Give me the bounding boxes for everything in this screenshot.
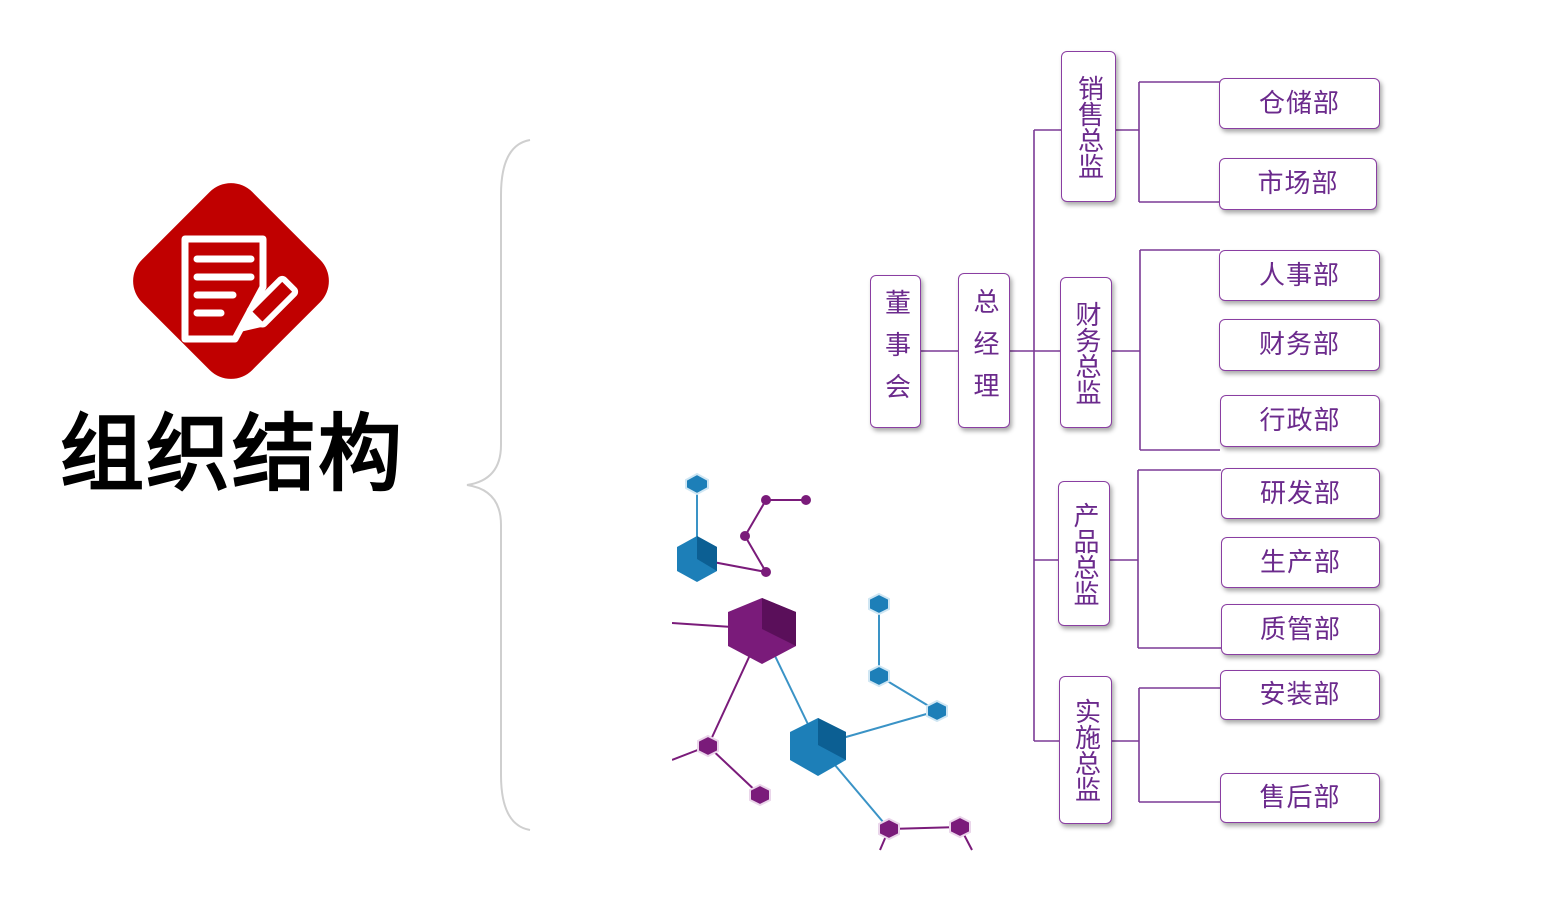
brace-divider [466, 139, 531, 831]
director-sales-box: 销售总监 [1061, 51, 1116, 202]
director-finance-box: 财务总监 [1060, 277, 1112, 428]
department-box: 财务部 [1219, 319, 1380, 371]
department-label: 仓储部 [1258, 88, 1340, 119]
department-label: 人事部 [1258, 260, 1340, 291]
department-label: 质管部 [1259, 614, 1341, 645]
director-label: 销售总监 [1073, 74, 1104, 179]
department-box: 质管部 [1221, 604, 1380, 655]
department-box: 仓储部 [1219, 78, 1380, 129]
department-label: 市场部 [1257, 169, 1339, 199]
department-box: 市场部 [1219, 158, 1377, 210]
department-label: 研发部 [1259, 478, 1341, 509]
department-box: 研发部 [1221, 468, 1380, 519]
board-label: 董事会 [880, 288, 911, 415]
department-label: 安装部 [1259, 680, 1341, 710]
director-product-box: 产品总监 [1058, 481, 1110, 626]
director-label: 财务总监 [1071, 300, 1101, 405]
molecule-decoration [672, 472, 973, 851]
department-box: 人事部 [1219, 250, 1380, 301]
general-manager-box: 总经理 [958, 273, 1010, 428]
department-box: 安装部 [1220, 670, 1380, 720]
section-title: 组织结构 [59, 405, 404, 503]
general-manager-label: 总经理 [969, 287, 999, 414]
department-label: 财务部 [1258, 330, 1340, 360]
department-label: 售后部 [1259, 783, 1341, 813]
edit-document-icon [133, 183, 329, 379]
director-label: 实施总监 [1070, 698, 1101, 802]
department-label: 生产部 [1259, 547, 1341, 578]
department-box: 生产部 [1221, 537, 1380, 588]
board-box: 董事会 [870, 275, 921, 428]
department-box: 售后部 [1220, 773, 1380, 823]
department-box: 行政部 [1220, 395, 1380, 447]
department-label: 行政部 [1259, 406, 1341, 436]
director-implementation-box: 实施总监 [1059, 676, 1112, 824]
director-label: 产品总监 [1069, 501, 1099, 606]
